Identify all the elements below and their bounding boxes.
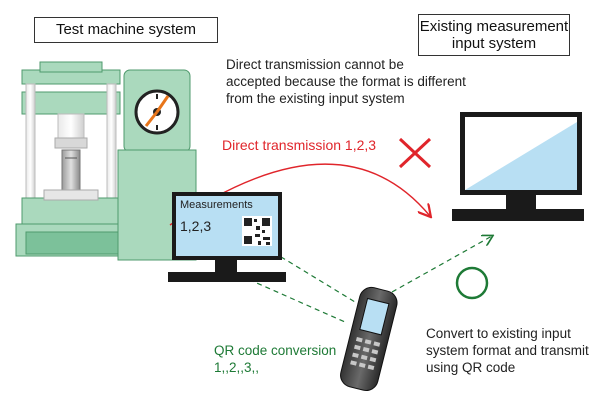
rejected-x-icon	[398, 137, 432, 169]
qr-link-line-2	[215, 264, 346, 323]
format-note-line3: from the existing input system	[226, 91, 405, 106]
existing-system-monitor	[452, 112, 584, 221]
qr-scanner	[340, 286, 398, 392]
qr-conversion-title: QR code conversion	[214, 343, 337, 358]
direct-transmission-label: Direct transmission 1,2,3	[222, 137, 377, 153]
accepted-circle-icon	[455, 266, 489, 300]
qr-conversion-values: 1,,2,,3,,	[214, 360, 260, 375]
existing-system-label-line1: Existing measurement	[419, 18, 569, 35]
qr-transmit-arrow	[391, 236, 492, 293]
convert-note: Convert to existing input system format …	[426, 325, 589, 376]
convert-note-line3: using QR code	[426, 360, 516, 375]
qr-code-icon	[242, 216, 272, 246]
test-machine	[15, 61, 129, 257]
convert-note-line2: system format and transmit	[426, 343, 589, 358]
format-note-line2: accepted because the format is different	[226, 74, 466, 89]
format-incompatible-note: Direct transmission cannot be accepted b…	[226, 56, 466, 107]
test-machine-label: Test machine system	[34, 17, 218, 43]
existing-system-label-line2: input system	[451, 35, 537, 52]
pc-monitor	[168, 192, 286, 282]
pc-screen-values: 1,2,3	[180, 218, 212, 234]
pc-screen-title: Measurements	[180, 199, 253, 211]
format-note-line1: Direct transmission cannot be	[226, 57, 404, 72]
existing-system-label: Existing measurement input system	[418, 14, 570, 56]
qr-conversion-label: QR code conversion 1,,2,,3,,	[214, 342, 336, 376]
convert-note-line1: Convert to existing input	[426, 326, 571, 341]
